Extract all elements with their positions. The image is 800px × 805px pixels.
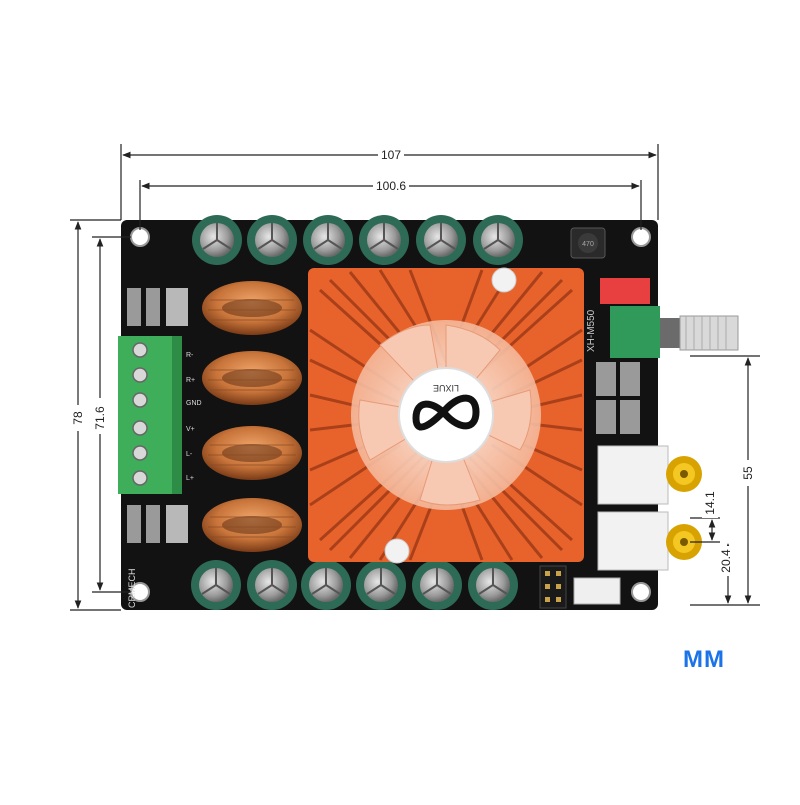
- inductors: [202, 281, 302, 552]
- brand-mark: CRMECH: [127, 569, 137, 609]
- terminal-block: [118, 336, 182, 494]
- svg-text:R-: R-: [186, 352, 194, 359]
- led-indicator: [384, 267, 517, 564]
- dim-jack-offset-upper: 14.1: [703, 491, 717, 515]
- pin-header: [539, 565, 621, 609]
- cooling-fan: LIXUE: [351, 320, 541, 510]
- dim-jack-offset-lower: 20.4: [719, 549, 733, 573]
- inductor-470: 470: [570, 227, 606, 259]
- bottom-capacitors: [191, 560, 518, 610]
- fan-logo-icon: [412, 394, 480, 431]
- dim-hole-spacing-y: 71.6: [93, 406, 107, 430]
- svg-text:V+: V+: [186, 426, 195, 433]
- svg-text:R+: R+: [186, 377, 195, 384]
- fan-label: LIXUE: [433, 383, 459, 393]
- dim-board-width: 107: [381, 148, 401, 162]
- svg-text:GND: GND: [186, 400, 202, 407]
- smd-parts-left: [127, 288, 188, 543]
- model-label: XH-M550: [586, 309, 597, 352]
- mounting-holes: [130, 227, 651, 602]
- dim-hole-to-jack: 55: [741, 466, 755, 480]
- smd-parts-right: [596, 362, 640, 434]
- volume-potentiometer: [600, 278, 739, 358]
- unit-label: MM: [683, 646, 725, 673]
- top-capacitors: [192, 215, 523, 265]
- rca-jacks: [597, 445, 702, 571]
- svg-text:470: 470: [582, 241, 594, 248]
- svg-text:L+: L+: [186, 475, 194, 482]
- terminal-labels: R- R+ GND V+ L- L+: [186, 352, 202, 482]
- dim-hole-spacing-x: 100.6: [376, 179, 406, 193]
- dim-board-height: 78: [71, 411, 85, 425]
- svg-text:L-: L-: [186, 451, 193, 458]
